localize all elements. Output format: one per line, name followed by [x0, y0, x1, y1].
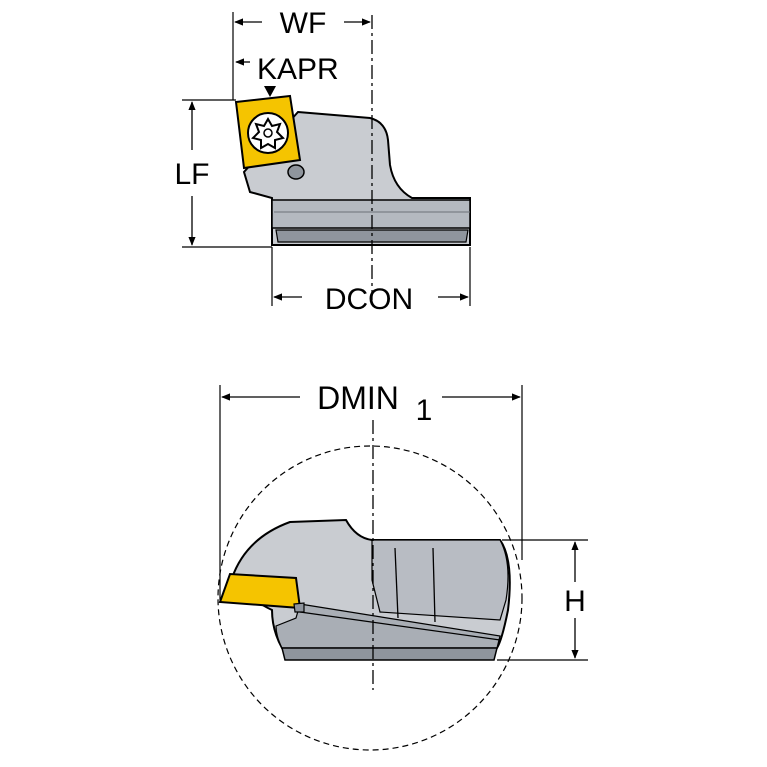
- wf-label: WF: [280, 7, 327, 40]
- lf-label: LF: [174, 158, 209, 191]
- kapr-label: KAPR: [257, 53, 339, 86]
- insert-clamp: [293, 602, 305, 613]
- bore-circle: [217, 445, 523, 751]
- torx-screw-icon: [247, 112, 289, 154]
- kapr-pointer: [264, 86, 276, 97]
- bottom-face-line-1: [394, 547, 399, 619]
- h-label: H: [564, 585, 586, 618]
- bottom-insert: [218, 572, 302, 610]
- dcon-label: DCON: [325, 283, 413, 316]
- pocket-hole: [287, 164, 305, 180]
- dmin-subscript: 1: [416, 394, 433, 427]
- top-view: WF KAPR LF DCON: [174, 7, 471, 316]
- top-body-shade: [271, 199, 471, 229]
- bottom-view: DMIN 1 H: [217, 380, 588, 751]
- bottom-wedge-edge: [299, 611, 501, 641]
- dmin-label: DMIN: [317, 380, 399, 416]
- bottom-base: [281, 647, 498, 661]
- bottom-body-face: [371, 539, 509, 621]
- bottom-face-line-2: [432, 547, 436, 623]
